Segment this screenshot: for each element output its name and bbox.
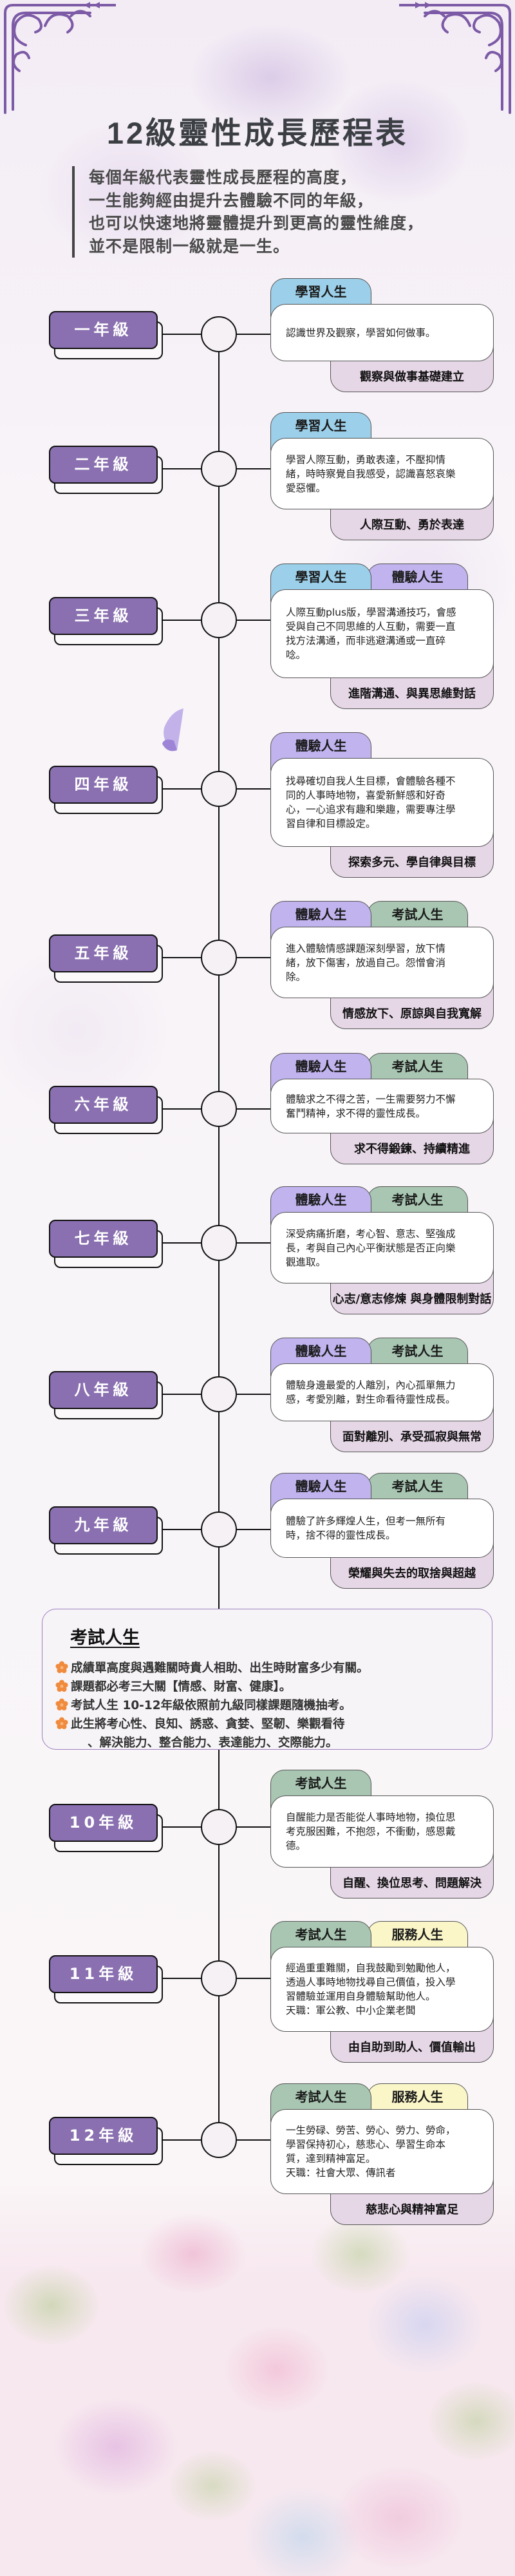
grade-label-8[interactable]: 八年級	[49, 1371, 158, 1409]
description-line: 體驗求之不得之苦，一生需要努力不懈	[286, 1093, 456, 1105]
description-line: 習體驗並運用自身體驗幫助他人。	[286, 1991, 436, 2002]
description-line: 天職：軍公教、中小企業老闆	[286, 2005, 416, 2016]
exam-bullet-text: 成績單高度與遇難關時貴人相助、出生時財富多少有關。	[71, 1661, 369, 1675]
timeline-node	[201, 940, 237, 976]
description-line: 找尋確切自我人生目標，會體驗各種不	[286, 775, 456, 787]
page-title: 12級靈性成長歷程表	[106, 116, 409, 150]
butterfly-icon	[162, 708, 183, 752]
description-line: 同的人事時地物，喜愛新鮮感和好奇	[286, 790, 446, 801]
timeline-node	[201, 771, 237, 807]
description-line: 學習人際互動，勇敢表達，不壓抑情	[286, 453, 446, 466]
description-line: 德。	[286, 1840, 306, 1852]
description-line: 自醒能力是否能從人事時地物，換位思	[286, 1812, 456, 1823]
timeline-node	[201, 316, 237, 352]
exam-bullet-text: 考試人生 10-12年級依照前九級同樣課題隨機抽考。	[71, 1698, 351, 1712]
intro-line: 並不是限制一級就是一生。	[89, 236, 290, 256]
description-line: 考克服困難，不抱怨，不衝動，感恩戴	[286, 1826, 456, 1837]
timeline-node	[201, 1960, 237, 1996]
description-line: 質，達到精神富足。	[286, 2153, 376, 2164]
description-line: 唸。	[286, 649, 306, 661]
description-line: 天職：社會大眾、傳訊者	[286, 2167, 396, 2179]
corner-ornament-icon	[4, 2, 116, 114]
grade-label-6[interactable]: 六年級	[49, 1086, 158, 1124]
description-line: 體驗了許多輝煌人生，但考一無所有	[286, 1515, 446, 1527]
grade-description-card: 學習人際互動，勇敢表達，不壓抑情緒，時時察覺自我感受，認識喜怒哀樂愛惡懼。	[270, 438, 494, 509]
timeline-node	[201, 1225, 237, 1261]
timeline-node	[201, 1376, 237, 1412]
exam-bullet: 考試人生 10-12年級依照前九級同樣課題隨機抽考。	[55, 1695, 492, 1714]
description-line: 體驗身邊最愛的人離別，內心孤單無力	[286, 1379, 456, 1391]
orange-flower-icon	[55, 1698, 68, 1710]
description-line: 除。	[286, 971, 306, 983]
grade-description-card: 認識世界及觀察，學習如何做事。	[270, 304, 494, 361]
intro-text: 每個年級代表靈性成長歷程的高度， 一生能夠經由提升去體驗不同的年級， 也可以快速…	[72, 166, 424, 258]
description-line: 學習保持初心，慈悲心、學習生命本	[286, 2139, 446, 2150]
grade-description-card: 進入體驗情感課題深刻學習，放下情緒，放下傷害，放過自己。怨憎會消除。	[270, 927, 494, 998]
description-line: 愛惡懼。	[286, 482, 326, 494]
timeline-node	[201, 1511, 237, 1548]
grade-description-card: 體驗身邊最愛的人離別，內心孤單無力感，考愛別離，對生命看待靈性成長。	[270, 1363, 494, 1421]
description-line: 一生勞碌、勞苦、勞心、勞力、勞命，	[286, 2125, 456, 2136]
description-line: 觀進取。	[286, 1256, 326, 1268]
description-line: 奮鬥精神，求不得的靈性成長。	[286, 1107, 426, 1119]
timeline-node	[201, 2122, 237, 2158]
grade-description-card: 深受病痛折磨，考心智、意志、堅強成長，考與自己內心平衡狀態是否正向樂觀進取。	[270, 1212, 494, 1283]
exam-bullet: 成績單高度與遇難關時貴人相助、出生時財富多少有關。	[55, 1658, 492, 1676]
description-line: 緒，放下傷害，放過自己。怨憎會消	[286, 956, 446, 969]
grade-label-12[interactable]: 12年級	[49, 2117, 158, 2155]
description-line: 深受病痛折磨，考心智、意志、堅強成	[286, 1227, 456, 1240]
description-line: 時，捨不得的靈性成長。	[286, 1530, 396, 1541]
grade-description-card: 體驗了許多輝煌人生，但考一無所有時，捨不得的靈性成長。	[270, 1499, 494, 1558]
grade-description-card: 自醒能力是否能從人事時地物，換位思考克服困難，不抱怨，不衝動，感恩戴德。	[270, 1795, 494, 1868]
exam-bullet: 課題都必考三大關【情感、財富、健康】。	[55, 1676, 492, 1695]
grade-label-11[interactable]: 11年級	[49, 1955, 158, 1993]
grade-label-7[interactable]: 七年級	[49, 1220, 158, 1258]
exam-life-info-box: 考試人生 成績單高度與遇難關時貴人相助、出生時財富多少有關。課題都必考三大關【情…	[42, 1609, 492, 1750]
description-line: 進入體驗情感課題深刻學習，放下情	[286, 942, 446, 954]
corner-ornament-icon	[399, 2, 511, 114]
description-line: 習自律和目標設定。	[286, 818, 376, 829]
description-line: 感，考愛別離，對生命看待靈性成長。	[286, 1394, 456, 1405]
grade-label-9[interactable]: 九年級	[49, 1506, 158, 1544]
intro-line: 一生能夠經由提升去體驗不同的年級，	[89, 191, 374, 210]
description-line: 緒，時時察覺自我感受，認識喜怒哀樂	[286, 468, 456, 480]
description-line: 透過人事時地物找尋自己價值，投入學	[286, 1976, 456, 1988]
grade-description-card: 一生勞碌、勞苦、勞心、勞力、勞命， 學習保持初心，慈悲心、學習生命本質，達到精神富…	[270, 2109, 494, 2194]
grade-label-3[interactable]: 三年級	[49, 597, 158, 635]
exam-bullet-text: 此生將考心性、良知、誘惑、貪婪、堅韌、樂觀看待	[71, 1717, 345, 1731]
grade-description-card: 找尋確切自我人生目標，會體驗各種不同的人事時地物，喜愛新鮮感和好奇心，一心追求有…	[270, 758, 494, 847]
grade-description-card: 經過重重難關，自我鼓勵到勉勵他人， 透過人事時地物找尋自己價值，投入學習體驗並運用…	[270, 1947, 494, 2032]
grade-label-10[interactable]: 10年級	[49, 1804, 158, 1842]
exam-title: 考試人生	[70, 1628, 140, 1648]
exam-bullet-continuation: 、解決能力、整合能力、表達能力、交際能力。	[88, 1736, 338, 1750]
orange-flower-icon	[55, 1717, 68, 1729]
grade-description-card: 體驗求之不得之苦，一生需要努力不懈奮鬥精神，求不得的靈性成長。	[270, 1079, 494, 1133]
timeline-node	[201, 451, 237, 487]
timeline-node	[201, 1091, 237, 1127]
description-line: 受與自己不同思維的人互動，需要一直	[286, 621, 456, 632]
timeline-node	[201, 602, 237, 638]
description-line: 心，一心追求有趣和樂趣，需要專注學	[286, 804, 456, 815]
watercolor-hydrangea-background	[0, 2177, 515, 2576]
grade-label-2[interactable]: 二年級	[49, 446, 158, 484]
description-line: 長，考與自己內心平衡狀態是否正向樂	[286, 1242, 456, 1254]
description-line: 經過重重難關，自我鼓勵到勉勵他人，	[286, 1962, 456, 1974]
orange-flower-icon	[55, 1680, 68, 1692]
exam-bullet-text: 課題都必考三大關【情感、財富、健康】。	[71, 1680, 292, 1694]
description-line: 找方法溝通，而非逃避溝通或一直碎	[286, 635, 446, 647]
intro-line: 也可以快速地將靈體提升到更高的靈性維度，	[89, 214, 424, 232]
description-line: 認識世界及觀察，學習如何做事。	[286, 327, 436, 339]
timeline-node	[201, 1809, 237, 1845]
grade-label-1[interactable]: 一年級	[49, 311, 158, 349]
orange-flower-icon	[55, 1661, 68, 1673]
grade-description-card: 人際互動plus版，學習溝通技巧，會感受與自己不同思維的人互動，需要一直找方法溝…	[270, 589, 494, 678]
description-line: 人際互動plus版，學習溝通技巧，會感	[286, 607, 456, 618]
grade-label-4[interactable]: 四年級	[49, 766, 158, 804]
intro-line: 每個年級代表靈性成長歷程的高度，	[89, 168, 357, 187]
exam-bullet: 此生將考心性、良知、誘惑、貪婪、堅韌、樂觀看待	[55, 1714, 492, 1732]
grade-label-5[interactable]: 五年級	[49, 934, 158, 972]
